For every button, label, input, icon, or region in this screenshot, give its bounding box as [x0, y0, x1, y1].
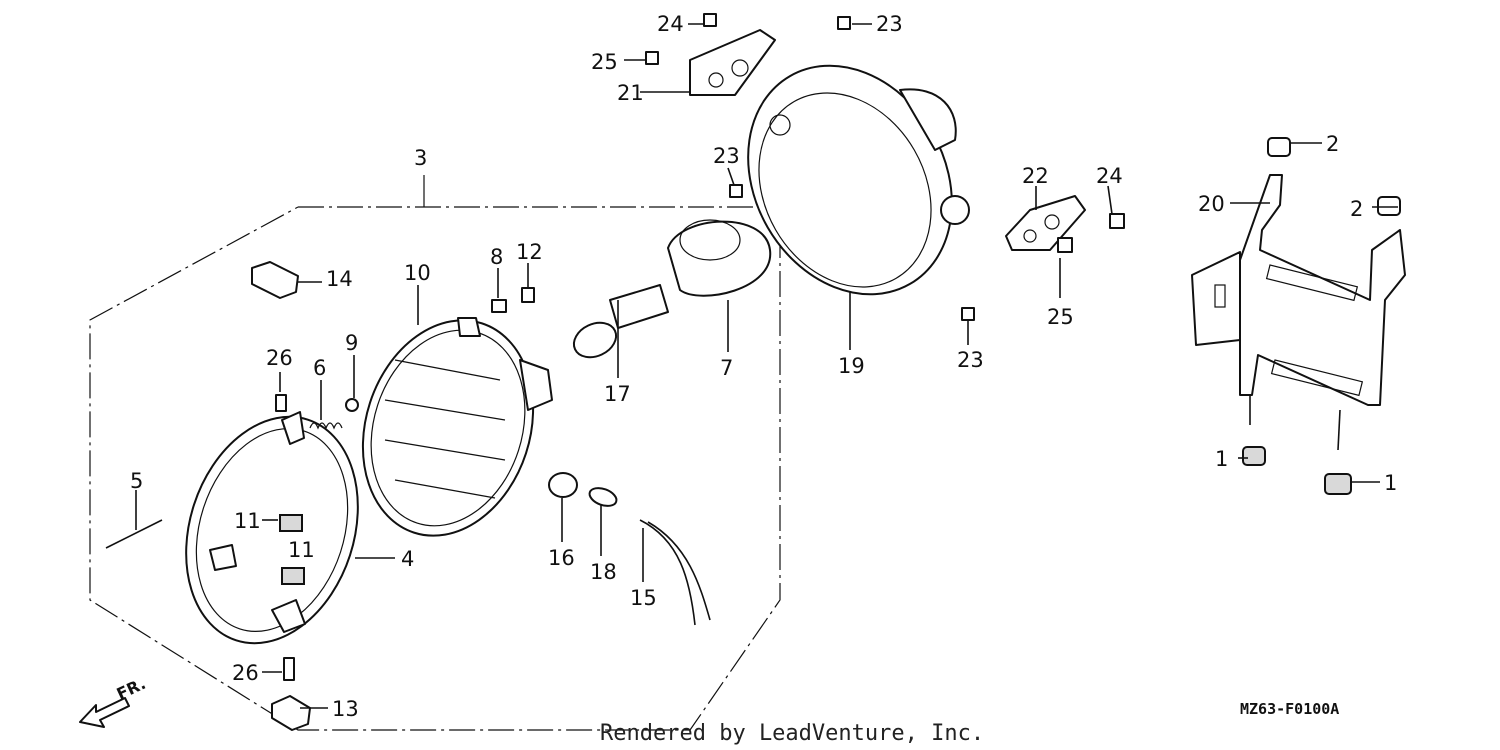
screw-26-top-shape: [275, 394, 287, 412]
bracket-21-shape: [689, 29, 776, 96]
callout-23-mid: 23: [713, 144, 740, 168]
case-brackets: [689, 29, 1086, 251]
washer-9-shape: [345, 398, 359, 412]
screw-24-top-shape: [703, 13, 717, 27]
sealed-beam-unit-part: [361, 317, 553, 537]
callout-9: 9: [345, 331, 358, 355]
screw-26-bottom-shape: [283, 657, 295, 681]
bulb-18-shape: [588, 487, 618, 507]
stay-grommets: [1242, 137, 1401, 495]
callout-leaders: [135, 23, 1398, 709]
callout-4: 4: [401, 547, 414, 571]
callout-12: 12: [516, 240, 543, 264]
screw-23-mid-shape: [729, 184, 743, 198]
callout-11-lower: 11: [288, 538, 315, 562]
callout-11-upper: 11: [234, 509, 261, 533]
callout-18: 18: [590, 560, 617, 584]
nut-11-upper-shape: [279, 514, 303, 532]
callout-6: 6: [313, 356, 326, 380]
grommet-12-shape: [521, 287, 535, 303]
front-label: FR.: [114, 674, 149, 704]
callout-14: 14: [326, 267, 353, 291]
callout-labels: 1 1 2 2 3 4 5 6 7 8 9 10 11 11 12 13 14 …: [130, 12, 1397, 721]
spring-6-shape: [309, 422, 343, 430]
retainer-clip-13-shape: [271, 695, 311, 731]
screw-23-bottom-shape: [961, 307, 975, 321]
callout-22: 22: [1022, 164, 1049, 188]
headlight-case-part: [747, 64, 970, 296]
callout-17: 17: [604, 382, 631, 406]
front-direction-marker: FR.: [79, 674, 149, 728]
callout-13: 13: [332, 697, 359, 721]
callout-15: 15: [630, 586, 657, 610]
diagram-part-code: MZ63-F0100A: [1240, 700, 1339, 718]
headlight-rim-part: [185, 411, 359, 645]
callout-1-left: 1: [1215, 447, 1228, 471]
case-screws: [645, 13, 1125, 321]
callout-21: 21: [617, 81, 644, 105]
headlight-stay-part: [1191, 174, 1406, 451]
adjusting-screw-5-shape: [105, 519, 163, 549]
screw-25-left-shape: [645, 51, 659, 65]
callout-2-top: 2: [1326, 132, 1339, 156]
collar-2b-shape: [1377, 196, 1401, 216]
callout-5: 5: [130, 469, 143, 493]
screw-24-right-shape: [1109, 213, 1125, 229]
bulb-17-base-shape: [609, 284, 669, 329]
assembly-3-boundary: [89, 175, 781, 731]
callout-7: 7: [720, 356, 733, 380]
screw-25-right-shape: [1057, 237, 1073, 253]
grommet-16-shape: [548, 472, 578, 498]
callout-2-right: 2: [1350, 197, 1363, 221]
bulb-17-glass-shape: [572, 321, 618, 359]
collar-2a-shape: [1267, 137, 1291, 157]
callout-23-top: 23: [876, 12, 903, 36]
callout-19: 19: [838, 354, 865, 378]
callout-26-bottom: 26: [232, 661, 259, 685]
grommet-1b-shape: [1324, 473, 1352, 495]
callout-25-right: 25: [1047, 305, 1074, 329]
screw-23-top-shape: [837, 16, 851, 30]
callout-24-right: 24: [1096, 164, 1123, 188]
callout-16: 16: [548, 546, 575, 570]
front-arrow-icon: [79, 697, 130, 728]
callout-26-top: 26: [266, 346, 293, 370]
callout-24-top: 24: [657, 12, 684, 36]
callout-10: 10: [404, 261, 431, 285]
render-credit: Rendered by LeadVenture, Inc.: [600, 721, 984, 746]
small-hardware-parts: [105, 261, 535, 731]
callout-20: 20: [1198, 192, 1225, 216]
clip-8-shape: [491, 299, 507, 313]
callout-1-right: 1: [1384, 471, 1397, 495]
grommet-1a-shape: [1242, 446, 1266, 466]
callout-23-bottom: 23: [957, 348, 984, 372]
socket-wire-15-shape: [639, 519, 696, 626]
bulb-and-socket-parts: [548, 219, 772, 626]
callout-3: 3: [414, 146, 427, 170]
nut-11-lower-shape: [281, 567, 305, 585]
retainer-clip-14-shape: [251, 261, 299, 299]
callout-8: 8: [490, 245, 503, 269]
callout-25-left: 25: [591, 50, 618, 74]
